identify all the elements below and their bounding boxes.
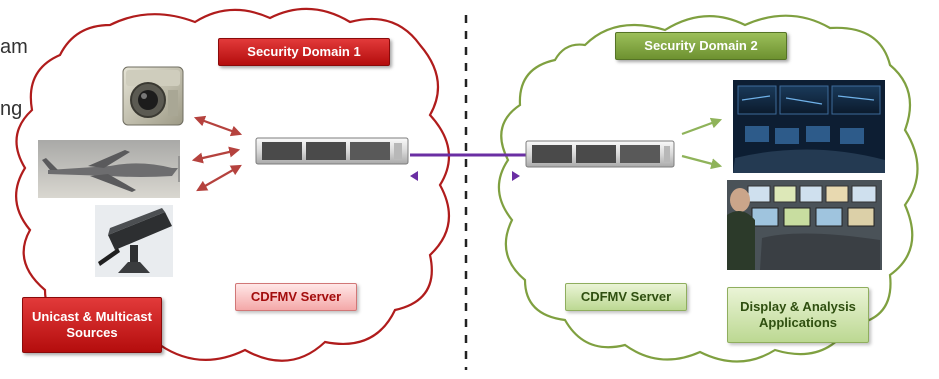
right-server-label: CDFMV Server — [565, 283, 687, 311]
control-room-image — [733, 80, 885, 173]
application-arrows — [681, 117, 723, 170]
security-domain-2-title: Security Domain 2 — [615, 32, 787, 60]
server-icon — [255, 137, 409, 165]
drone-icon — [38, 140, 180, 198]
source-arrows — [191, 115, 243, 192]
camera-icon — [122, 66, 184, 126]
truncated-text-line-1: am — [0, 36, 28, 58]
security-domain-1-title: Security Domain 1 — [218, 38, 390, 66]
operations-center-image — [727, 180, 882, 270]
cross-domain-link — [410, 153, 526, 181]
server-icon — [525, 140, 675, 168]
sources-label: Unicast & Multicast Sources — [22, 297, 162, 353]
left-server-label: CDFMV Server — [235, 283, 357, 311]
truncated-text-line-2: ng — [0, 98, 23, 120]
surveillance-camera-icon — [95, 205, 173, 277]
applications-label: Display & Analysis Applications — [727, 287, 869, 343]
